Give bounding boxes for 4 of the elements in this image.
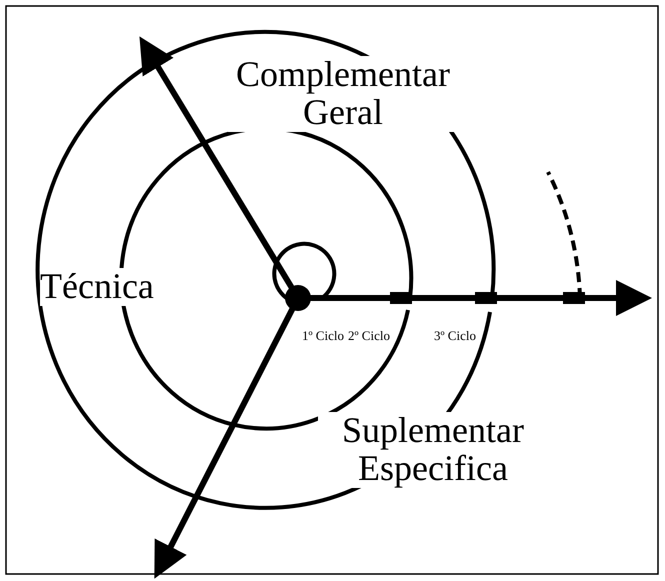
cycle-label: 2º Ciclo <box>348 329 390 343</box>
cycle-label: 1º Ciclo <box>302 329 344 343</box>
region-label: Técnica <box>40 268 154 306</box>
cycle-label: 3º Ciclo <box>434 329 476 343</box>
